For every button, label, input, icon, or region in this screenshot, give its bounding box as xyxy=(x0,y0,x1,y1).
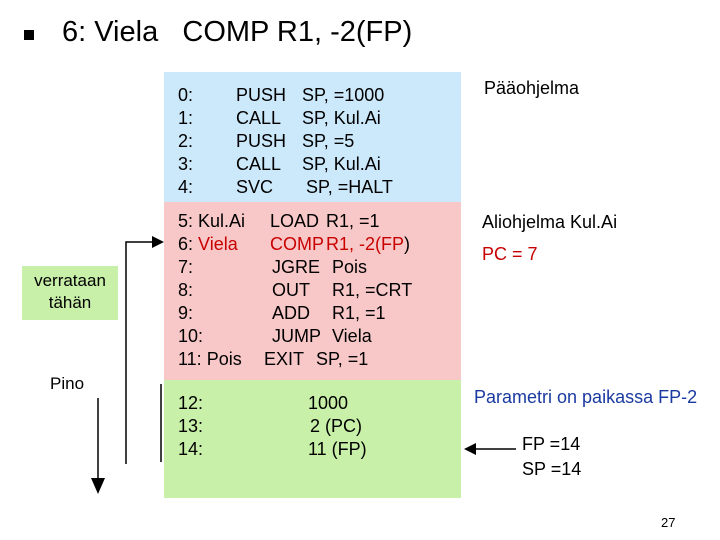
sub-args-6-tail: ) xyxy=(404,234,411,254)
stack-title: Pino xyxy=(50,374,85,393)
main-addr-0: 0: xyxy=(178,85,194,105)
sub-args-8: R1, =CRT xyxy=(332,280,413,300)
main-program-box: 0: PUSH SP, =1000 1: CALL SP, Kul.Ai 2: … xyxy=(164,72,461,202)
slide-title: 6: Viela COMP R1, -2(FP) xyxy=(62,16,413,48)
sub-args-5: R1, =1 xyxy=(326,211,380,231)
stack-value-12: 1000 xyxy=(308,393,349,413)
main-program-label: Pääohjelma xyxy=(484,78,580,98)
sub-addr-7: 7: xyxy=(178,257,194,277)
stack-box: 12: 1000 13: 2 (PC) 14: 11 (FP) xyxy=(164,380,461,498)
stack-value-13: 2 (PC) xyxy=(310,416,363,436)
main-args-4: SP, =HALT xyxy=(306,177,393,197)
sp-label: SP =14 xyxy=(522,459,582,479)
fp-arrow-head xyxy=(464,443,476,455)
main-addr-4: 4: xyxy=(178,177,194,197)
sub-addr-11: 11: Pois xyxy=(178,349,242,369)
main-addr-1: 1: xyxy=(178,108,194,128)
sub-args-10: Viela xyxy=(332,326,372,346)
main-args-1: SP, Kul.Ai xyxy=(302,108,381,128)
sub-addr-8: 8: xyxy=(178,280,194,300)
fp-label: FP =14 xyxy=(522,434,581,454)
main-op-3: CALL xyxy=(236,154,282,174)
page-number: 27 xyxy=(661,515,676,530)
main-addr-3: 3: xyxy=(178,154,194,174)
subroutine-box: 5: Kul.Ai LOAD R1, =1 6: Viela COMP R1, … xyxy=(164,202,461,380)
main-args-0: SP, =1000 xyxy=(302,85,385,105)
stack-addr-12: 12: xyxy=(178,393,204,413)
param-note: Parametri on paikassa FP-2 xyxy=(474,387,698,407)
compare-label-box: verrataan tähän xyxy=(22,266,118,320)
sub-addr-6: 6: Viela xyxy=(178,234,238,254)
sub-args-7: Pois xyxy=(332,257,368,277)
stack-value-14: 11 (FP) xyxy=(308,439,367,459)
compare-arrow-head xyxy=(152,236,164,248)
sub-args-9: R1, =1 xyxy=(332,303,386,323)
subroutine-label: Aliohjelma Kul.Ai xyxy=(482,212,618,232)
compare-bracket-line xyxy=(125,241,152,464)
sub-args-11: SP, =1 xyxy=(316,349,369,369)
sub-addr-9: 9: xyxy=(178,303,194,323)
stack-addr-14: 14: xyxy=(178,439,204,459)
sub-op-11: EXIT xyxy=(264,349,305,369)
sub-op-9: ADD xyxy=(272,303,311,323)
main-op-2: PUSH xyxy=(236,131,287,151)
main-op-4: SVC xyxy=(236,177,274,197)
stack-addr-13: 13: xyxy=(178,416,204,436)
main-args-2: SP, =5 xyxy=(302,131,355,151)
sub-args-6-text: R1, -2(FP xyxy=(326,234,405,254)
main-op-1: CALL xyxy=(236,108,282,128)
sub-op-8: OUT xyxy=(272,280,310,300)
sub-op-5: LOAD xyxy=(270,211,320,231)
main-op-0: PUSH xyxy=(236,85,287,105)
sub-op-6: COMP xyxy=(270,234,324,254)
main-args-3: SP, Kul.Ai xyxy=(302,154,381,174)
sub-op-7: JGRE xyxy=(272,257,321,277)
sub-addr-5: 5: Kul.Ai xyxy=(178,211,246,231)
bullet-marker xyxy=(24,30,34,40)
compare-label: verrataan tähän xyxy=(34,271,106,312)
sub-args-6: R1, -2(FP) xyxy=(326,233,410,256)
main-addr-2: 2: xyxy=(178,131,194,151)
sub-op-10: JUMP xyxy=(272,326,321,346)
sub-label-viela: Viela xyxy=(198,234,238,254)
pino-arrow-head xyxy=(91,478,105,494)
pc-label: PC = 7 xyxy=(482,244,538,264)
sub-addr-10: 10: xyxy=(178,326,204,346)
